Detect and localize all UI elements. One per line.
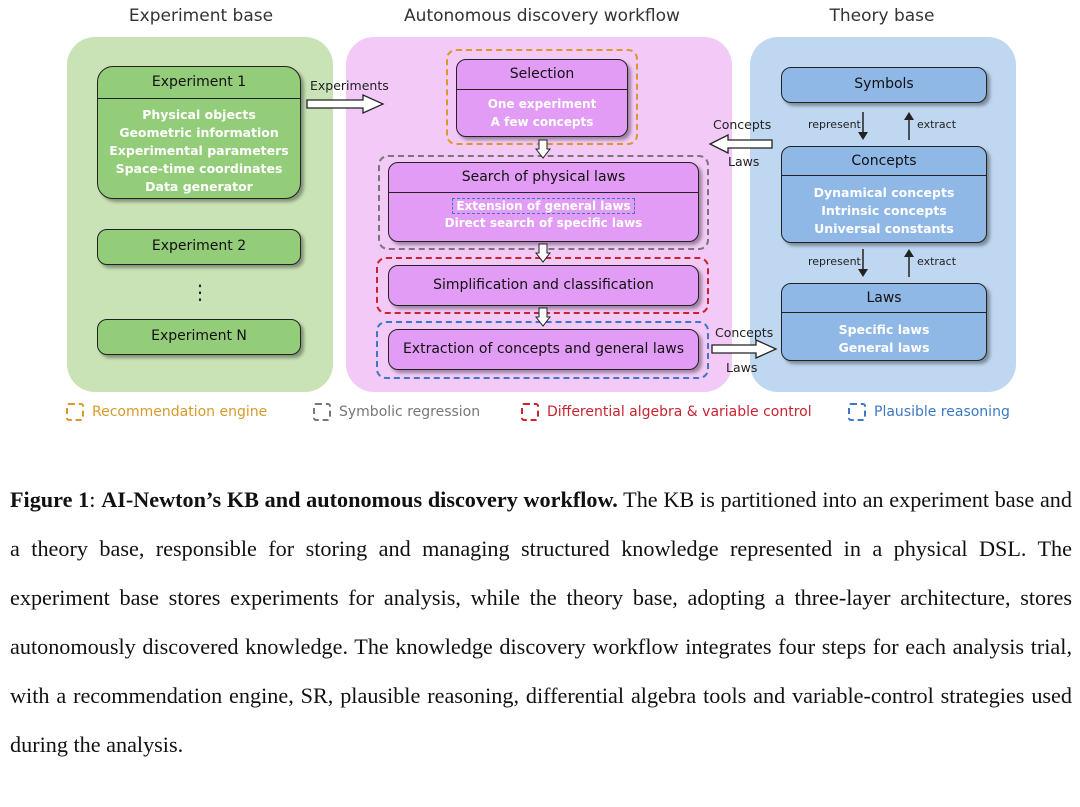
extraction-box: Extraction of concepts and general laws: [388, 329, 699, 370]
left-arrow-icon: [708, 134, 773, 154]
legend-plausible: Plausible reasoning: [848, 403, 1010, 421]
concepts-divider: [782, 175, 986, 176]
legend-dashed-box-icon: [848, 403, 866, 421]
down-arrow-icon: [535, 139, 551, 159]
legend-differential-label: Differential algebra & variable control: [547, 404, 812, 420]
theory-base-title: Theory base: [829, 6, 935, 26]
experiment-1-item: Data generator: [145, 179, 253, 194]
extraction-label: Extraction of concepts and general laws: [402, 341, 685, 357]
figure-caption: Figure 1: AI-Newton’s KB and autonomous …: [10, 487, 1072, 757]
laws-box-title: Laws: [866, 290, 902, 306]
laws-label-bottom: Laws: [726, 360, 758, 375]
experiment-1-box: Experiment 1 Physical objects Geometric …: [97, 66, 301, 199]
represent-down-arrow-icon: [858, 249, 868, 277]
laws-divider: [782, 312, 986, 313]
concepts-label-top: Concepts: [713, 117, 772, 132]
experiment-1-item: Physical objects: [142, 107, 256, 122]
selection-box: Selection One experiment A few concepts: [456, 59, 628, 137]
legend-dashed-box-icon: [313, 403, 331, 421]
concepts-box: Concepts Dynamical concepts Intrinsic co…: [781, 146, 987, 243]
search-item-general: Extension of general laws: [389, 198, 698, 215]
extract-up-arrow-icon: [904, 112, 914, 140]
caption-label: Figure 1: [10, 487, 90, 512]
extract-up-arrow-icon: [904, 249, 914, 277]
extract-label-1: extract: [917, 118, 957, 131]
selection-items: One experiment A few concepts: [457, 90, 627, 131]
concepts-label-bottom: Concepts: [715, 325, 774, 340]
selection-title: Selection: [509, 66, 575, 82]
concepts-item: Dynamical concepts: [813, 185, 955, 200]
simplification-box: Simplification and classification: [388, 265, 699, 306]
legend-dashed-box-icon: [521, 403, 539, 421]
concepts-box-title: Concepts: [851, 153, 917, 169]
down-arrow-icon: [535, 243, 551, 263]
legend-recommendation-label: Recommendation engine: [92, 404, 268, 420]
experiment-1-items: Physical objects Geometric information E…: [98, 99, 300, 196]
caption-bold-title: AI-Newton’s KB and autonomous discovery …: [101, 487, 618, 512]
concepts-item: Intrinsic concepts: [821, 203, 947, 218]
experiment-1-item: Space-time coordinates: [115, 161, 283, 176]
experiment-base-title: Experiment base: [128, 6, 274, 26]
laws-box: Laws Specific laws General laws: [781, 283, 987, 361]
legend-differential: Differential algebra & variable control: [521, 403, 812, 421]
legend-symbolic: Symbolic regression: [313, 403, 480, 421]
search-items: Extension of general laws Direct search …: [389, 193, 698, 232]
laws-items: Specific laws General laws: [782, 313, 986, 357]
legend-symbolic-label: Symbolic regression: [339, 404, 481, 420]
selection-divider: [457, 89, 627, 90]
experiment-ellipsis: ⋮: [190, 280, 210, 304]
symbols-label: Symbols: [854, 76, 914, 92]
right-arrow-icon: [711, 339, 778, 359]
search-item-specific: Direct search of specific laws: [444, 216, 643, 230]
represent-label-1: represent: [808, 118, 861, 131]
laws-item: Specific laws: [838, 322, 930, 337]
concepts-item: Universal constants: [814, 221, 954, 236]
selection-item: One experiment: [487, 97, 597, 111]
legend-dashed-box-icon: [66, 403, 84, 421]
represent-down-arrow-icon: [858, 112, 868, 140]
search-title: Search of physical laws: [461, 169, 626, 185]
represent-label-2: represent: [808, 255, 861, 268]
extract-label-2: extract: [917, 255, 957, 268]
experiment-2-label: Experiment 2: [151, 238, 247, 254]
legend-plausible-label: Plausible reasoning: [874, 404, 1010, 420]
laws-item: General laws: [838, 340, 930, 355]
workflow-title: Autonomous discovery workflow: [404, 6, 680, 26]
experiment-n-box: Experiment N: [97, 319, 301, 355]
selection-item: A few concepts: [490, 115, 594, 129]
experiment-1-item: Experimental parameters: [109, 143, 289, 158]
experiment-1-title: Experiment 1: [151, 74, 247, 90]
symbols-box: Symbols: [781, 67, 987, 103]
caption-text: The KB is partitioned into an experiment…: [10, 487, 1072, 757]
search-divider: [389, 192, 698, 193]
experiment-n-label: Experiment N: [151, 328, 247, 344]
experiment-1-item: Geometric information: [119, 125, 279, 140]
search-box: Search of physical laws Extension of gen…: [388, 162, 699, 242]
experiment-1-divider: [98, 98, 300, 99]
down-arrow-icon: [535, 307, 551, 327]
concepts-items: Dynamical concepts Intrinsic concepts Un…: [782, 176, 986, 238]
experiment-2-box: Experiment 2: [97, 229, 301, 265]
experiments-arrow-label: Experiments: [310, 78, 389, 93]
simplification-label: Simplification and classification: [433, 277, 654, 293]
experiments-arrow-icon: [306, 93, 385, 115]
legend-recommendation: Recommendation engine: [66, 403, 267, 421]
laws-label-top: Laws: [728, 154, 760, 169]
